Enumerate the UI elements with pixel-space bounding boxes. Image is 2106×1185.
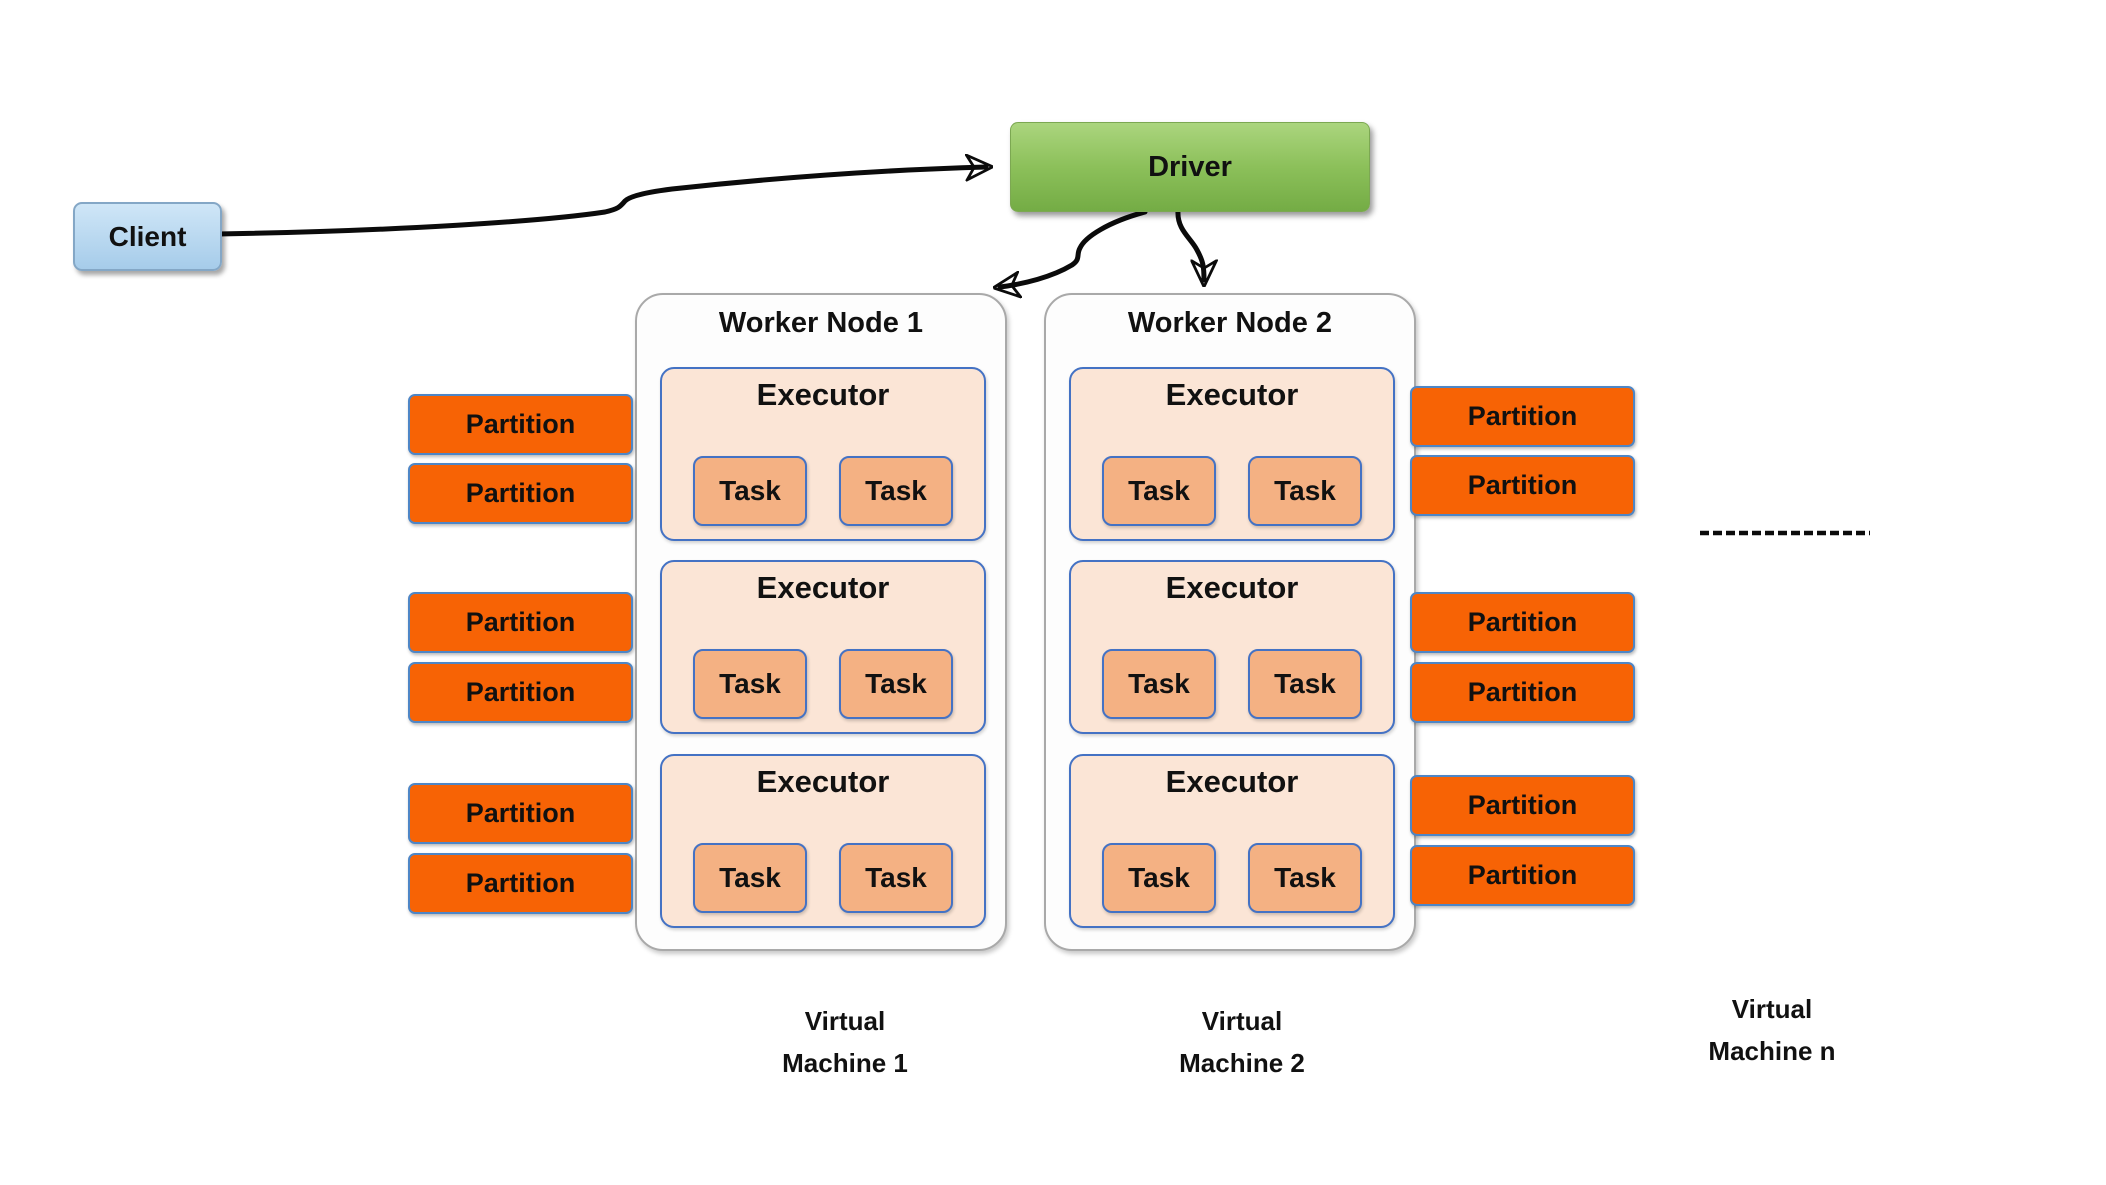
worker2-executor-2: Executor Task Task [1069,560,1395,734]
executor-title: Executor [1165,570,1299,605]
worker-node-2-title: Worker Node 2 [1127,307,1333,339]
partition-left-4: Partition [408,662,633,723]
vm-label-line: Machine 2 [1179,1048,1305,1078]
partition-right-2: Partition [1410,455,1635,516]
task-box: Task [1102,456,1216,526]
task-box: Task [693,649,807,719]
partition-right-4: Partition [1410,662,1635,723]
partition-left-1: Partition [408,394,633,455]
vm-label-line: Machine n [1708,1036,1836,1066]
task-box: Task [1102,843,1216,913]
task-box: Task [1248,843,1362,913]
worker-node-1: Worker Node 1 Executor Task Task Executo… [635,293,1007,951]
partition-right-5: Partition [1410,775,1635,836]
client-node: Client [73,202,222,271]
partition-left-2: Partition [408,463,633,524]
task-box: Task [693,456,807,526]
worker-node-2: Worker Node 2 Executor Task Task Executo… [1044,293,1416,951]
vm-label-1: Virtual Machine 1 [695,1000,995,1084]
vm-label-n: Virtual Machine n [1622,988,1922,1072]
executor-title: Executor [756,377,890,412]
driver-node: Driver [1010,122,1370,212]
task-box: Task [839,843,953,913]
worker2-executor-3: Executor Task Task [1069,754,1395,928]
task-box: Task [839,456,953,526]
executor-title: Executor [756,764,890,799]
worker1-executor-1: Executor Task Task [660,367,986,541]
vm-label-line: Machine 1 [782,1048,908,1078]
client-to-driver-arrow [215,167,986,237]
vm-label-2: Virtual Machine 2 [1092,1000,1392,1084]
worker1-executor-3: Executor Task Task [660,754,986,928]
task-box: Task [1102,649,1216,719]
partition-left-3: Partition [408,592,633,653]
driver-to-worker1-arrow [1000,209,1148,287]
vm-label-line: Virtual [1731,994,1813,1024]
executor-title: Executor [1165,764,1299,799]
task-box: Task [693,843,807,913]
partition-right-6: Partition [1410,845,1635,906]
partition-right-3: Partition [1410,592,1635,653]
task-box: Task [1248,649,1362,719]
vm-label-line: Virtual [1201,1006,1283,1036]
executor-title: Executor [756,570,890,605]
partition-right-1: Partition [1410,386,1635,447]
partition-left-5: Partition [408,783,633,844]
task-box: Task [1248,456,1362,526]
executor-title: Executor [1165,377,1299,412]
task-box: Task [839,649,953,719]
worker2-executor-1: Executor Task Task [1069,367,1395,541]
driver-to-worker2-arrow [1175,208,1204,280]
worker-node-1-title: Worker Node 1 [718,307,924,339]
vm-label-line: Virtual [804,1006,886,1036]
partition-left-6: Partition [408,853,633,914]
worker1-executor-2: Executor Task Task [660,560,986,734]
